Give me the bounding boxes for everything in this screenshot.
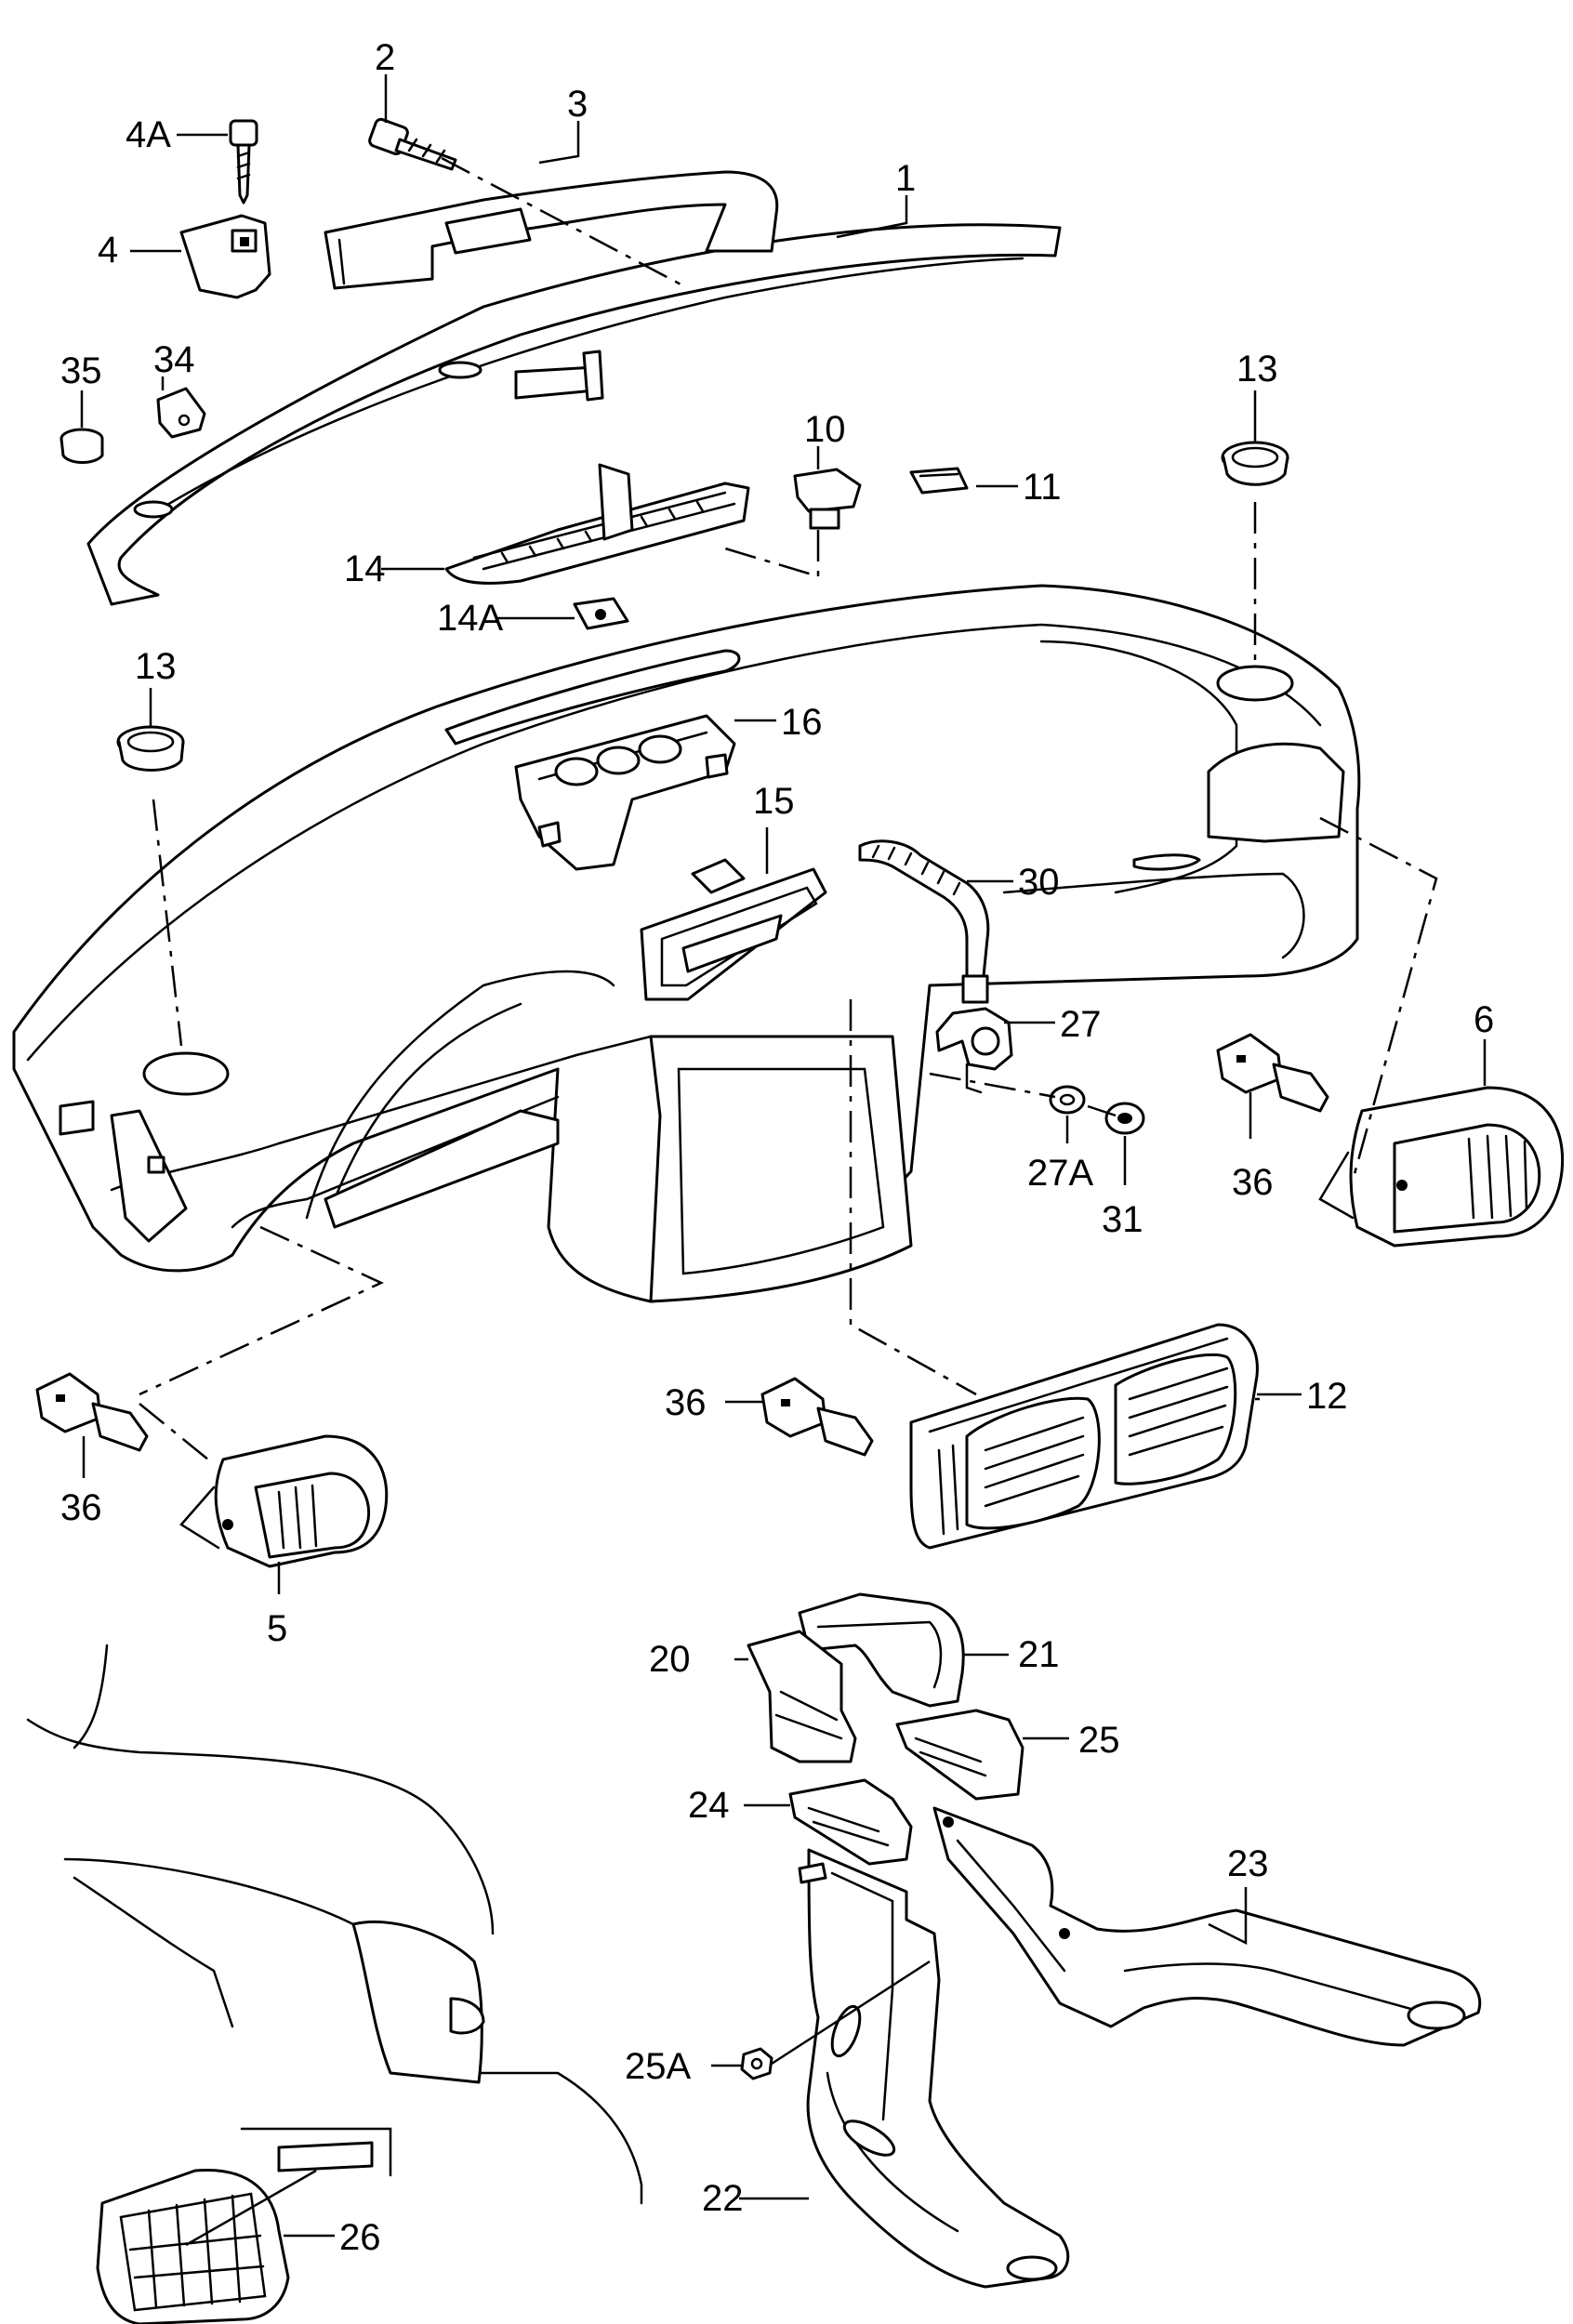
part-4a-screw [229, 119, 258, 205]
label-21: 21 [1018, 1634, 1060, 1675]
label-23: 23 [1227, 1843, 1269, 1884]
part-13-knob-left [116, 725, 185, 772]
label-13-right: 13 [1236, 349, 1278, 390]
label-14a: 14A [437, 598, 503, 639]
label-16: 16 [781, 702, 823, 743]
part-4-bracket [179, 214, 271, 299]
part-26-vent-grille [96, 2168, 290, 2324]
label-12: 12 [1306, 1376, 1348, 1417]
label-25a: 25A [625, 2046, 691, 2087]
label-1: 1 [895, 158, 916, 199]
part-2-screw [368, 117, 457, 171]
part-34-clip [156, 387, 206, 439]
label-10: 10 [804, 409, 846, 450]
part-27-bracket [935, 1007, 1013, 1094]
part-11-switch-cover [909, 467, 969, 495]
label-34: 34 [153, 339, 195, 380]
part-36-bulb-holder-left [35, 1372, 149, 1452]
part-25-duct-end [895, 1709, 1024, 1801]
part-15-vent-frame [640, 858, 827, 1001]
part-10-switch [793, 468, 862, 530]
label-6: 6 [1474, 999, 1494, 1040]
part-24-duct-end [788, 1778, 913, 1866]
label-36-right: 36 [1232, 1162, 1274, 1203]
part-30-cable [858, 839, 990, 1004]
label-24: 24 [688, 1785, 730, 1826]
label-14: 14 [344, 548, 386, 589]
part-16-vent-housing [514, 714, 736, 871]
part-5-left-vent [179, 1434, 389, 1568]
part-21-duct [798, 1592, 965, 1708]
label-5: 5 [267, 1608, 287, 1649]
label-27: 27 [1060, 1004, 1102, 1045]
label-15: 15 [753, 781, 795, 822]
label-25: 25 [1078, 1720, 1120, 1761]
label-26: 26 [339, 2217, 381, 2258]
part-6-right-vent [1318, 1086, 1565, 1248]
label-22: 22 [702, 2178, 744, 2219]
label-36-center: 36 [665, 1382, 707, 1423]
part-25a-nut [740, 2047, 773, 2080]
part-12-center-vent [909, 1323, 1259, 1550]
label-11: 11 [1023, 467, 1062, 508]
part-14a-clip [573, 597, 629, 630]
part-27a-washer [1049, 1085, 1086, 1115]
label-31: 31 [1102, 1199, 1143, 1240]
part-36-bulb-holder-center [760, 1377, 874, 1457]
part-14-defroster-vent [444, 463, 750, 585]
label-30: 30 [1018, 862, 1060, 903]
label-27a: 27A [1027, 1153, 1093, 1194]
part-31-nut [1104, 1102, 1145, 1135]
label-35: 35 [60, 350, 102, 391]
vehicle-rear-outline [26, 1644, 643, 2205]
part-35-plug [59, 428, 104, 464]
label-4a: 4A [126, 114, 171, 155]
label-20: 20 [649, 1639, 691, 1680]
label-3: 3 [567, 84, 588, 125]
part-22-floor-duct [798, 1848, 1070, 2289]
label-13-left: 13 [135, 646, 177, 687]
leader-lines [80, 74, 1487, 2247]
assembly-lines [139, 156, 1438, 1465]
part-labels: 2 3 1 4A 4 34 35 10 11 13 14 14A 13 16 1… [60, 37, 1494, 2258]
part-36-bulb-holder-right [1216, 1033, 1329, 1113]
label-4: 4 [98, 230, 118, 271]
part-1-crossmember [86, 223, 1062, 606]
part-23-floor-duct [932, 1806, 1482, 2047]
label-2: 2 [375, 37, 395, 78]
part-20-duct [747, 1630, 857, 1763]
part-13-knob-right [1221, 441, 1289, 486]
label-36-left: 36 [60, 1487, 102, 1528]
